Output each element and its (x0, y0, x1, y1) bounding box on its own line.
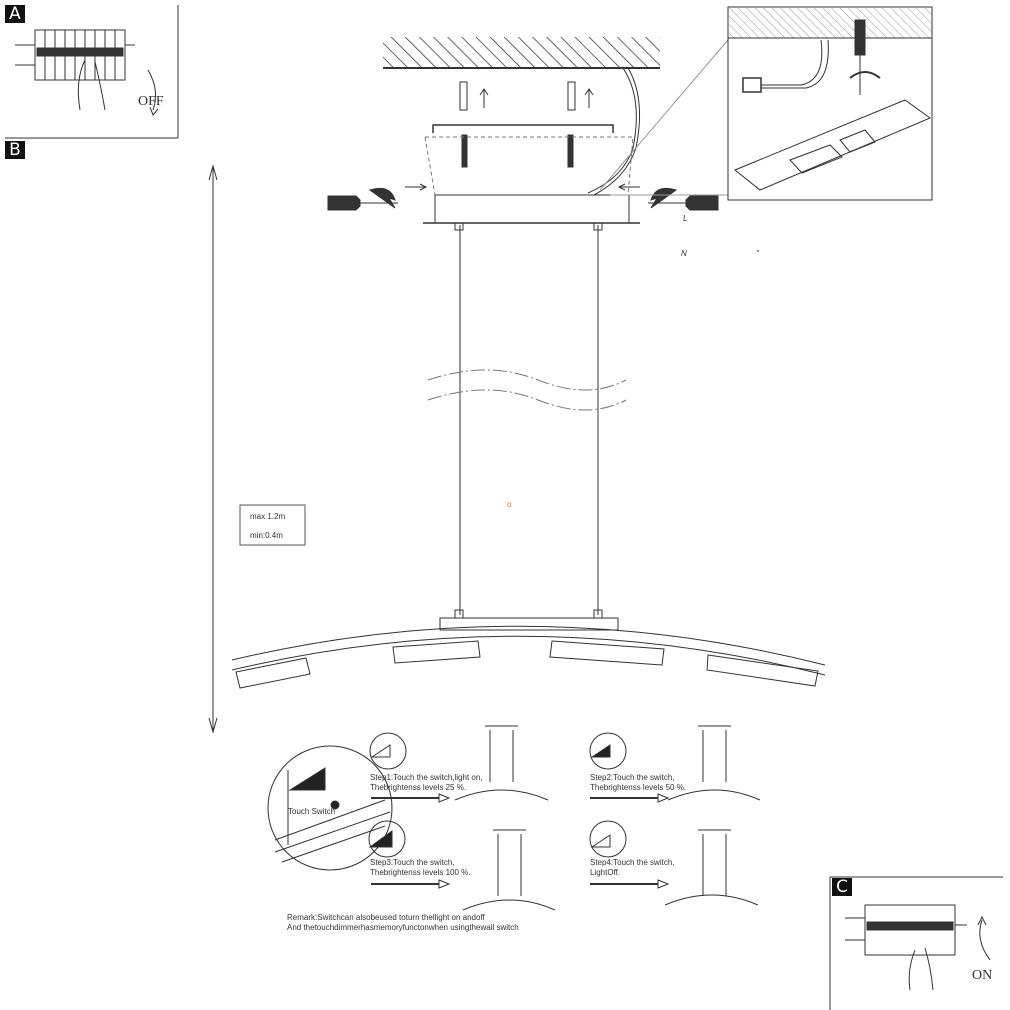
min-height: min:0.4m (250, 531, 283, 540)
lamp-bar (231, 617, 826, 689)
step3-line1: Step3:Touch the switch, (370, 858, 455, 867)
connection-box (734, 99, 932, 191)
mini-lamps (454, 725, 761, 911)
live-wire-label: L (683, 214, 688, 223)
cut-line (427, 369, 627, 411)
wiring-inset (727, 6, 933, 201)
center-marker: o (507, 500, 512, 509)
step-arrows (371, 793, 670, 889)
earth-wire-label: ″ (756, 249, 759, 258)
step4-line1: Step4:Touch the switch, (590, 858, 675, 867)
suspension-wires (454, 222, 603, 619)
panel-c-label: C (832, 878, 852, 896)
wall-plugs (432, 81, 614, 168)
height-dimension-arrow (208, 164, 218, 734)
step3-icon (368, 820, 406, 858)
step1-line1: Step1:Touch the switch,light on, (370, 773, 483, 782)
panel-a-label: A (5, 5, 25, 23)
off-label: OFF (138, 94, 164, 109)
screwdriver-left (327, 183, 428, 211)
mains-cable (587, 67, 637, 194)
step2-line2: Thebrightenss levels 50 %. (590, 783, 687, 792)
breaker-on-illustration (829, 876, 1003, 1010)
remark-line2: And thetouchdimmerhasmemoryfunctonwhen u… (287, 923, 519, 932)
neutral-wire-label: N (681, 249, 687, 258)
step4-icon (589, 820, 627, 858)
touch-switch-label: Touch Switch (288, 807, 336, 816)
step3-line2: Thebrightenss levels 100 %. (370, 868, 471, 877)
step4-line2: LightOff. (590, 868, 621, 877)
remark-line1: Remark:Switchcan alsobeused toturn thell… (287, 913, 485, 922)
step1-line2: Thebrightenss levels 25 %. (370, 783, 467, 792)
height-box (239, 504, 306, 546)
screwdriver-right (617, 183, 719, 211)
breaker-off-illustration (5, 5, 179, 139)
panel-b-label: B (5, 141, 25, 159)
step1-icon (369, 732, 407, 770)
ceiling (383, 37, 660, 67)
step2-line1: Step2:Touch the switch, (590, 773, 675, 782)
canopy (434, 194, 630, 224)
touch-switch-detail (267, 745, 393, 871)
max-height: max 1.2m (250, 512, 286, 521)
on-label: ON (972, 968, 993, 983)
step2-icon (589, 732, 627, 770)
